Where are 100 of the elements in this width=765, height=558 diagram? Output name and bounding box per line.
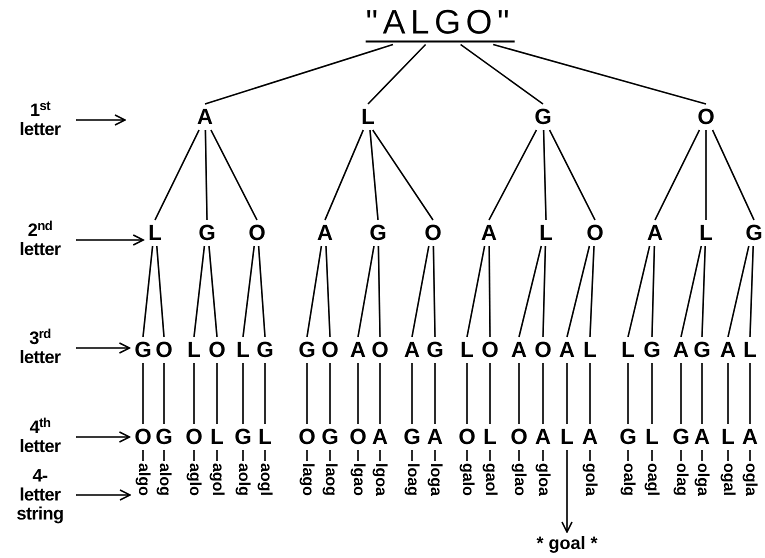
tree-letter: L [361, 106, 375, 128]
tree-letter: O [424, 222, 442, 244]
tree-line [489, 450, 491, 461]
tree-letter: G [256, 339, 274, 361]
tree-line [372, 130, 434, 220]
tree-line [589, 363, 591, 424]
tree-line [242, 450, 244, 461]
tree-line [701, 363, 703, 424]
tree-letter: O [586, 222, 604, 244]
permutation-string: oalg [620, 463, 636, 496]
tree-letter: L [460, 339, 474, 361]
tree-letter: O [298, 426, 316, 448]
tree-letter: O [208, 339, 226, 361]
arrow [561, 450, 573, 533]
tree-line [411, 363, 413, 424]
tree-letter: A [559, 339, 575, 361]
tree-letter: L [743, 339, 757, 361]
tree-line [204, 130, 208, 220]
tree-letter: L [621, 339, 635, 361]
tree-line [142, 246, 154, 338]
tree-letter: G [134, 339, 152, 361]
tree-letter: O [134, 426, 152, 448]
permutation-string: gaol [482, 463, 498, 496]
permutation-string: laog [322, 463, 338, 496]
row-label: 4-letter string [12, 466, 68, 524]
tree-line [518, 363, 520, 424]
permutation-string: gloa [535, 463, 551, 496]
tree-letter: A [582, 426, 598, 448]
tree-line [518, 450, 520, 461]
tree-letter: A [673, 339, 689, 361]
permutation-string: algo [135, 463, 151, 496]
root-string: "ALGO" [366, 6, 514, 42]
tree-line [242, 363, 244, 424]
tree-line [705, 130, 707, 220]
tree-line [432, 246, 436, 338]
tree-line [566, 246, 590, 338]
tree-letter: A [742, 426, 758, 448]
tree-line [163, 363, 165, 424]
tree-line [627, 246, 650, 338]
tree-line [142, 450, 144, 461]
tree-letter: L [645, 426, 659, 448]
tree-letter: L [258, 426, 272, 448]
tree-letter: A [720, 339, 736, 361]
tree-line [727, 246, 750, 338]
permutation-string: lgao [350, 463, 366, 496]
tree-line [749, 246, 754, 338]
tree-letter: O [458, 426, 476, 448]
tree-line [142, 363, 144, 424]
tree-letter: A [427, 426, 443, 448]
tree-line [378, 246, 381, 338]
tree-letter: G [403, 426, 421, 448]
tree-line [258, 246, 266, 338]
tree-line [701, 246, 706, 338]
permutation-string: ogal [720, 463, 736, 496]
tree-line [193, 246, 206, 338]
row-label: 3$^{rd}$ letter [12, 329, 68, 367]
tree-line [325, 246, 331, 338]
tree-letter: G [619, 426, 637, 448]
tree-line [306, 450, 308, 461]
tree-line [193, 450, 195, 461]
tree-letter: A [197, 106, 213, 128]
tree-letter: G [234, 426, 252, 448]
tree-line [589, 450, 591, 461]
tree-letter: O [697, 106, 715, 128]
permutation-string: aogl [257, 463, 273, 496]
tree-letter: L [148, 222, 162, 244]
tree-line [210, 130, 258, 220]
goal-label: * goal * [536, 534, 598, 552]
tree-line [542, 130, 547, 220]
permutation-string: galo [459, 463, 475, 496]
tree-letter: G [643, 339, 661, 361]
tree-line [193, 363, 195, 424]
row-label: 2$^{nd}$ letter [12, 221, 68, 259]
tree-line [566, 363, 568, 424]
tree-letter: A [372, 426, 388, 448]
tree-line [542, 246, 546, 338]
tree-line [542, 363, 544, 424]
permutation-string: glao [511, 463, 527, 496]
arrow [76, 342, 130, 354]
tree-line [411, 246, 430, 338]
tree-letter: L [583, 339, 597, 361]
tree-line [466, 246, 486, 338]
tree-line [488, 246, 491, 337]
tree-line [379, 363, 381, 424]
tree-letter: O [349, 426, 367, 448]
tree-letter: G [693, 339, 711, 361]
tree-line [216, 450, 218, 461]
tree-letter: L [210, 426, 224, 448]
tree-letter: L [483, 426, 497, 448]
tree-letter: G [534, 106, 552, 128]
tree-letter: G [426, 339, 444, 361]
tree-line [627, 363, 629, 424]
permutation-string: aglo [186, 463, 202, 496]
permutation-string: loga [427, 463, 443, 496]
tree-letter: O [481, 339, 499, 361]
tree-letter: O [371, 339, 389, 361]
tree-line [264, 450, 266, 461]
tree-line [156, 246, 165, 338]
tree-letter: G [298, 339, 316, 361]
tree-line [329, 363, 331, 424]
